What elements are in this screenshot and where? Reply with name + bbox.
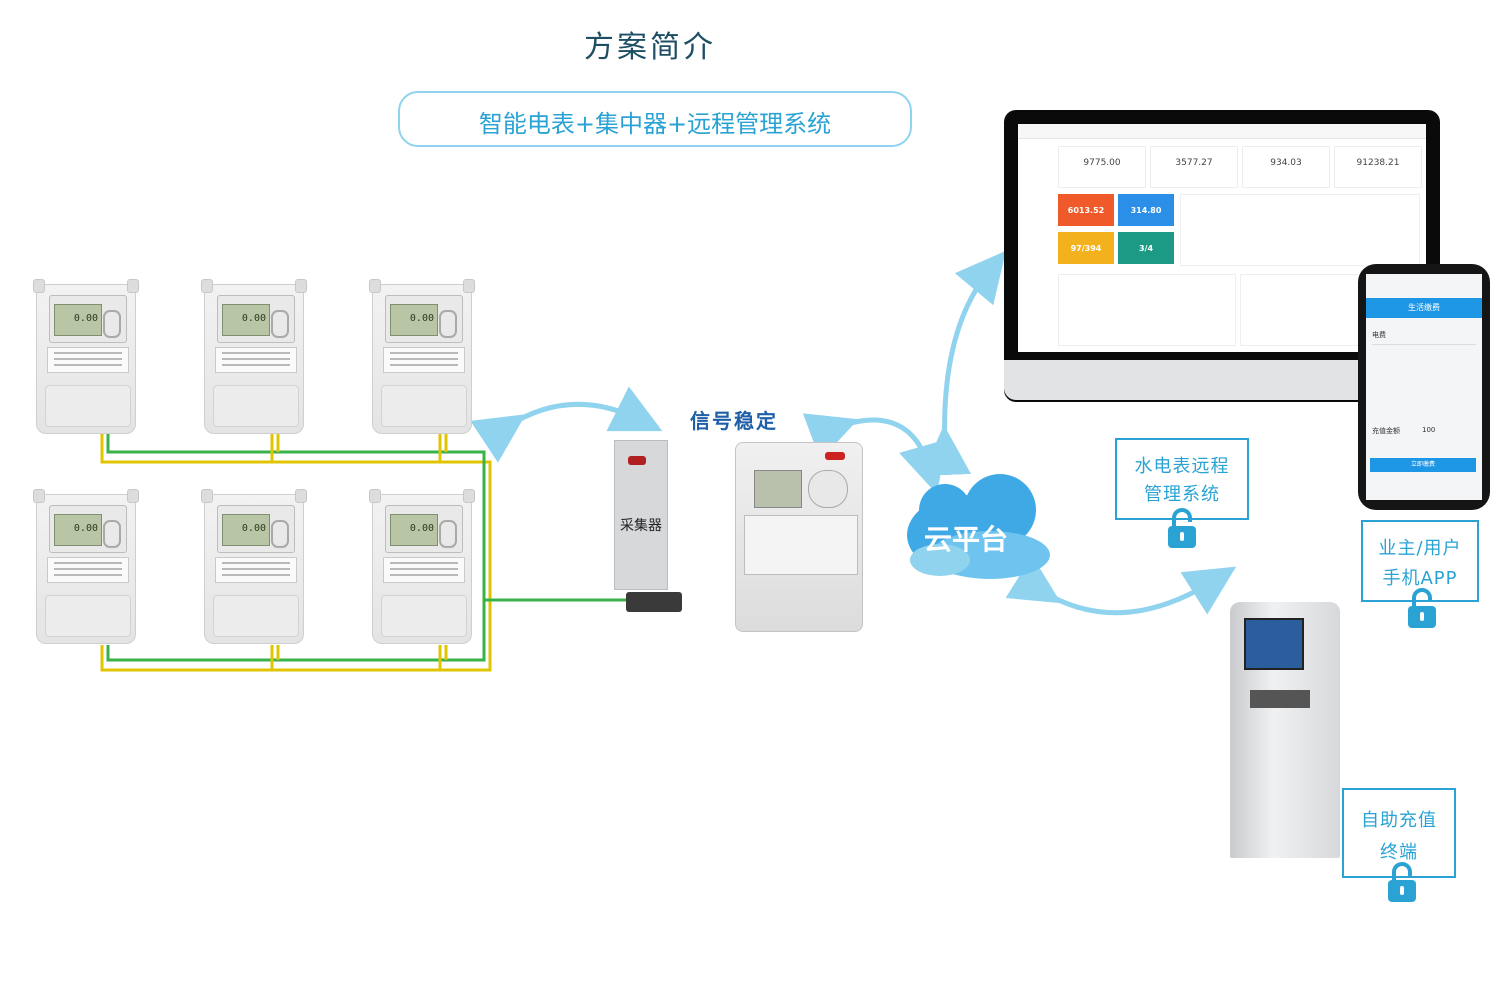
electric-meter: 0.00: [201, 489, 307, 644]
meter-button-icon: [103, 520, 121, 548]
meter-reading: 0.00: [73, 523, 98, 534]
meter-reading: 0.00: [409, 523, 434, 534]
remote-system-box: [1115, 438, 1249, 520]
concentrator-display: [754, 470, 802, 508]
electric-meter: 0.00: [201, 279, 307, 434]
mobile-app-box: [1361, 520, 1479, 602]
stat-card: 91238.21: [1334, 146, 1422, 188]
kiosk-screen: [1244, 618, 1304, 670]
page-title: 方案简介: [584, 30, 716, 65]
collector-label: 采集器: [620, 518, 662, 534]
concentrator-keypad-icon: [808, 470, 848, 508]
signal-label: 信号稳定: [690, 409, 778, 433]
remote-system-line1: 水电表远程: [1134, 456, 1230, 477]
kiosk-line1: 自助充值: [1361, 810, 1437, 831]
pay-button[interactable]: 立即缴费: [1370, 458, 1476, 472]
stat-tile: 6013.52: [1058, 194, 1114, 226]
amount-value: 100: [1422, 426, 1436, 434]
remote-system-line2: 管理系统: [1144, 484, 1220, 505]
kiosk-box: [1342, 788, 1456, 878]
lock-icon: [1408, 588, 1436, 628]
meter-button-icon: [439, 520, 457, 548]
collector-device: [614, 440, 668, 590]
mobile-app-line2: 手机APP: [1382, 568, 1458, 589]
meter-button-icon: [103, 310, 121, 338]
meter-reading: 0.00: [73, 313, 98, 324]
data-table: [1180, 194, 1420, 266]
arrow-cloud-monitor: [921, 250, 1006, 477]
cloud-icon: [907, 474, 1050, 579]
amount-label: 充值金额: [1372, 427, 1400, 435]
stat-card: 9775.00: [1058, 146, 1146, 188]
electric-meter: 0.00: [369, 279, 475, 434]
kiosk-line2: 终端: [1380, 842, 1418, 863]
meter-button-icon: [271, 310, 289, 338]
electric-meter: 0.00: [33, 279, 139, 434]
electric-meter: 0.00: [33, 489, 139, 644]
concentrator-panel: [744, 515, 858, 575]
arrow-meters-collector: [470, 386, 663, 463]
cloud-label: 云平台: [923, 523, 1008, 556]
meter-reading: 0.00: [409, 313, 434, 324]
meter-button-icon: [439, 310, 457, 338]
stat-tile: 97/394: [1058, 232, 1114, 264]
wire-bottom: [100, 600, 492, 672]
stat-card: 934.03: [1242, 146, 1330, 188]
stat-card: 3577.27: [1150, 146, 1238, 188]
meter-reading: 0.00: [241, 523, 266, 534]
meter-button-icon: [271, 520, 289, 548]
concentrator-led-icon: [825, 452, 845, 460]
collector-led-icon: [628, 456, 646, 465]
meter-reading: 0.00: [241, 313, 266, 324]
electric-meter: 0.00: [369, 489, 475, 644]
antenna-icon: [626, 592, 682, 612]
wire-top: [100, 432, 640, 610]
page-subtitle: 智能电表+集中器+远程管理系统: [478, 110, 832, 138]
lock-icon: [1388, 862, 1416, 902]
stat-tile: 3/4: [1118, 232, 1174, 264]
lock-icon: [1168, 508, 1196, 548]
stat-tile: 314.80: [1118, 194, 1174, 226]
arrow-cloud-kiosk: [1005, 555, 1237, 616]
kiosk-slot: [1250, 690, 1310, 708]
phone-item: 电费: [1372, 326, 1476, 345]
line-chart-left: [1058, 274, 1236, 346]
phone-header: 生活缴费: [1366, 298, 1482, 318]
subtitle-frame: [398, 91, 912, 147]
mobile-app-line1: 业主/用户: [1378, 538, 1462, 559]
